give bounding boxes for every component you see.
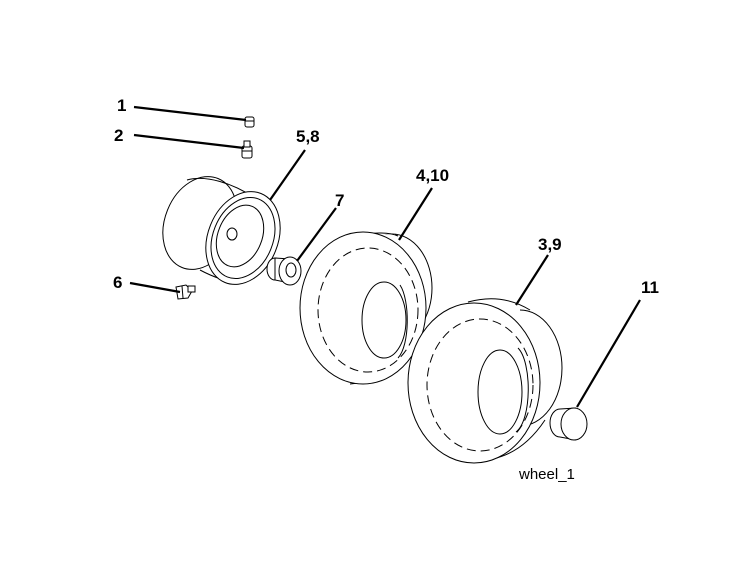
- bushing-part: [266, 256, 302, 286]
- leader-5-8: [269, 149, 306, 201]
- leader-7: [296, 207, 337, 262]
- callout-2: 2: [114, 126, 123, 145]
- hub-cap-part: [549, 407, 588, 441]
- lug-bolt-part: [175, 284, 196, 300]
- callout-11: 11: [641, 278, 659, 297]
- valve-stem-part: [241, 140, 253, 159]
- callout-5-8: 5,8: [296, 127, 320, 146]
- leader-1: [133, 105, 247, 122]
- valve-cap-part: [244, 116, 255, 128]
- front-tire-part: [299, 231, 433, 385]
- leader-3-9: [515, 254, 549, 306]
- leader-4-10: [398, 187, 433, 241]
- diagram-caption: wheel_1: [518, 466, 575, 483]
- callout-4-10: 4,10: [416, 166, 449, 185]
- leader-lines: [129, 105, 641, 408]
- callout-7: 7: [335, 191, 344, 210]
- callout-3-9: 3,9: [538, 235, 562, 254]
- leader-11: [576, 299, 641, 408]
- rear-tire-part: [407, 298, 563, 464]
- rim-part: [162, 176, 281, 285]
- leader-2: [133, 133, 245, 150]
- callout-6: 6: [113, 273, 122, 292]
- callout-1: 1: [117, 96, 126, 115]
- leader-6: [129, 281, 181, 294]
